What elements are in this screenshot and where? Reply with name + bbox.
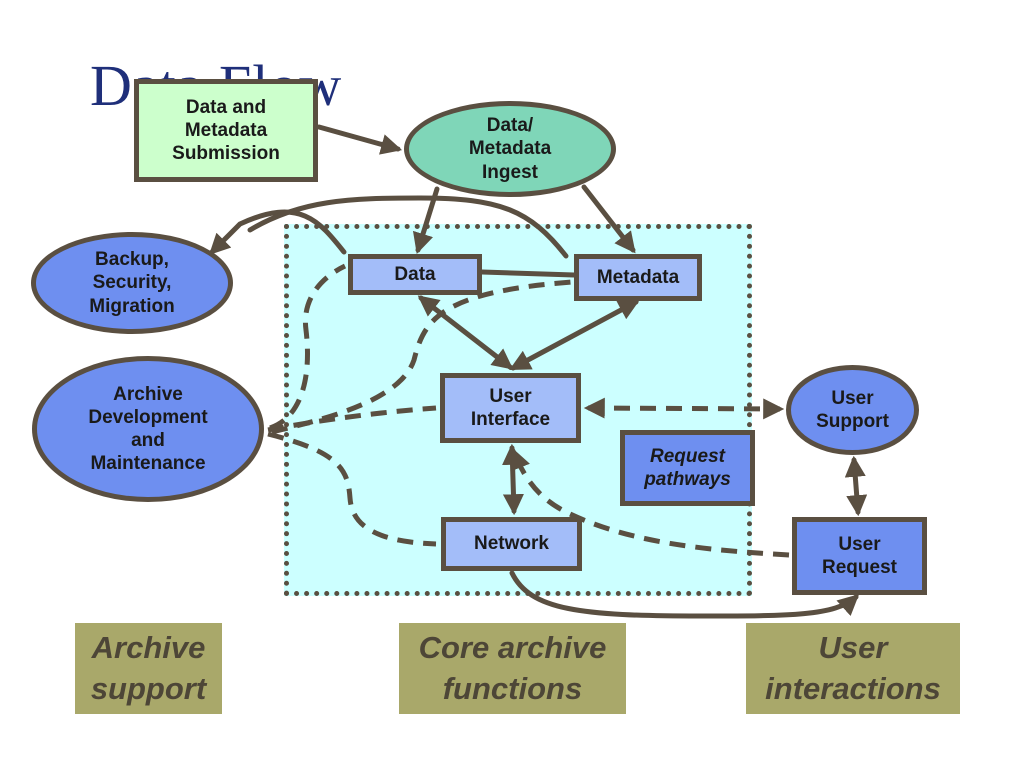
metadata-to-backup-line <box>247 195 569 259</box>
archivedev-to-ui-dashed <box>267 405 437 433</box>
ingest-to-metadata-arrow <box>581 184 636 254</box>
archive-support-category: Archive support <box>75 623 222 714</box>
metadata-node: Metadata <box>574 254 702 301</box>
ui-network-arrow <box>502 443 524 516</box>
submission-to-ingest-arrow <box>316 124 403 155</box>
data-ui-arrow <box>417 295 514 370</box>
network-to-request-arrow <box>509 570 860 619</box>
data-to-backup-arrow <box>209 209 347 255</box>
data-metadata-link <box>479 269 577 278</box>
backup-security-migration-node: Backup, Security, Migration <box>31 232 233 334</box>
user-request-node: User Request <box>792 517 927 595</box>
data-metadata-ingest-node: Data/ Metadata Ingest <box>404 101 616 197</box>
archive-development-node: Archive Development and Maintenance <box>32 356 264 502</box>
archivedev-to-metadata-dashed <box>271 279 573 435</box>
user-interface-node: User Interface <box>440 373 581 443</box>
user-support-node: User Support <box>786 365 919 455</box>
network-node: Network <box>441 517 582 571</box>
support-request-arrow <box>844 455 868 517</box>
metadata-ui-arrow <box>509 299 640 371</box>
data-metadata-submission-node: Data and Metadata Submission <box>134 79 318 182</box>
ui-support-dashed-arrow <box>583 397 785 420</box>
request-pathways-label: Request pathways <box>620 430 755 506</box>
user-interactions-category: User interactions <box>746 623 960 714</box>
data-node: Data <box>348 254 482 295</box>
archivedev-to-network-dashed <box>267 431 437 547</box>
core-archive-functions-category: Core archive functions <box>399 623 626 714</box>
request-to-ui-dashed <box>510 448 790 558</box>
archivedev-to-data-dashed <box>269 263 347 431</box>
